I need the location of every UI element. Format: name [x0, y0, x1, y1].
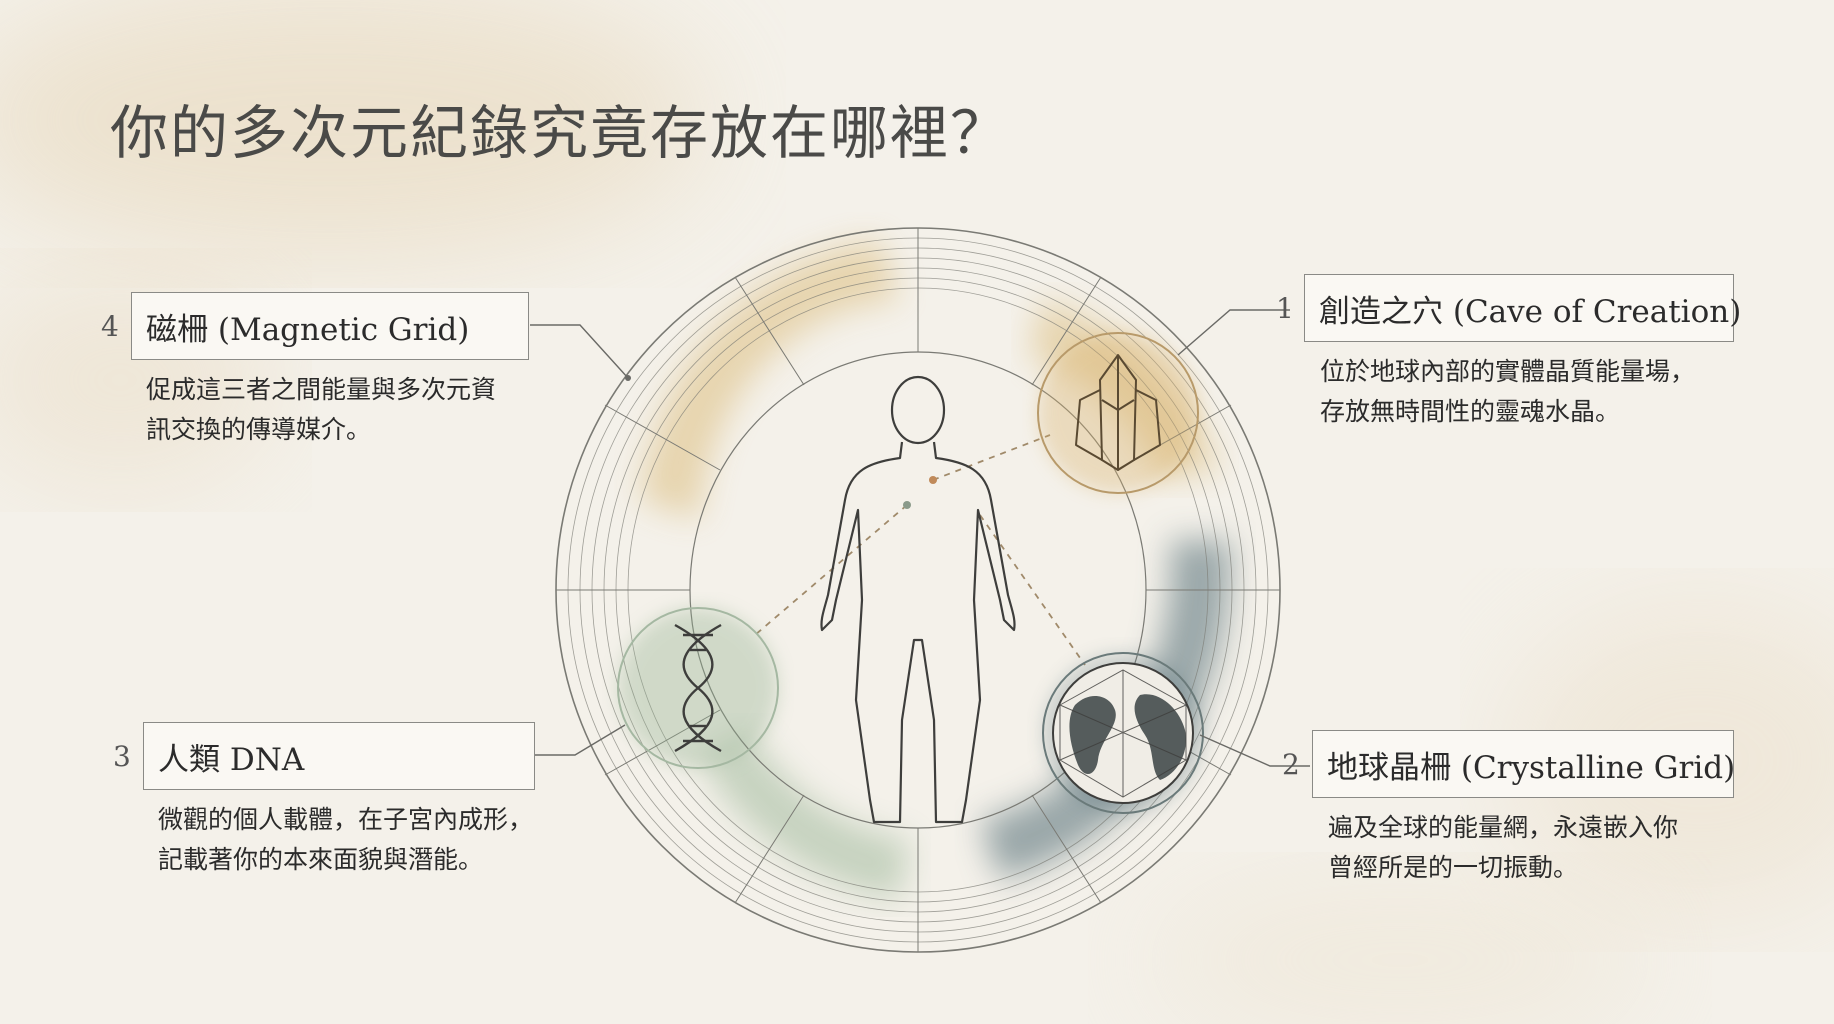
- leader-lines: [530, 309, 1310, 767]
- item-number-4: 4: [101, 310, 119, 343]
- item-number-1: 1: [1276, 292, 1294, 325]
- label-cave-of-creation: 創造之穴 (Cave of Creation): [1304, 274, 1741, 342]
- concentric-ring: [555, 227, 1281, 953]
- desc-crystalline-grid: 遍及全球的能量網，永遠嵌入你 曾經所是的一切振動。: [1328, 813, 1679, 882]
- connection-lines: [754, 434, 1086, 666]
- dna-icon: [617, 607, 779, 769]
- desc-cave-of-creation: 位於地球內部的實體晶質能量場， 存放無時間性的靈魂水晶。: [1320, 357, 1696, 426]
- label-human-dna: 人類 DNA: [143, 722, 535, 790]
- crystal-icon: [1037, 332, 1199, 494]
- label-magnetic-grid: 磁柵 (Magnetic Grid): [131, 292, 529, 360]
- desc-human-dna: 微觀的個人載體，在子宮內成形， 記載著你的本來面貌與潛能。: [158, 805, 534, 874]
- item-number-3: 3: [113, 740, 131, 773]
- human-figure-icon: [820, 375, 1016, 824]
- label-crystalline-grid: 地球晶柵 (Crystalline Grid): [1312, 730, 1735, 798]
- desc-magnetic-grid: 促成這三者之間能量與多次元資 訊交換的傳導媒介。: [146, 375, 497, 444]
- item-number-2: 2: [1282, 748, 1300, 781]
- page-title: 你的多次元紀錄究竟存放在哪裡？: [110, 99, 1011, 167]
- earth-grid-icon: [1042, 652, 1204, 814]
